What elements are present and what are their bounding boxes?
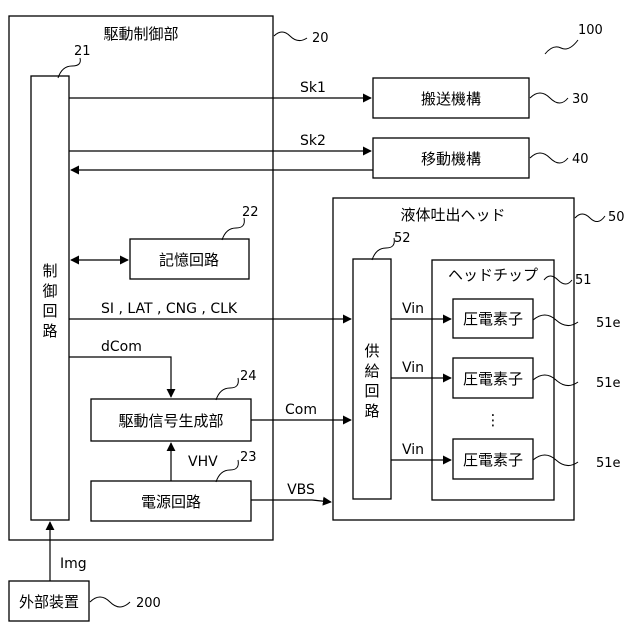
drive-signal-generator-label: 駆動信号生成部 bbox=[118, 412, 223, 430]
com-label: Com bbox=[285, 402, 317, 418]
ref-200: 200 bbox=[136, 596, 161, 611]
ref-22: 22 bbox=[242, 205, 259, 220]
vin-label-2: Vin bbox=[402, 360, 424, 376]
ref-21: 21 bbox=[74, 44, 91, 59]
leader-20 bbox=[274, 32, 307, 41]
ref-51e-2: 51e bbox=[596, 376, 621, 391]
ref-50: 50 bbox=[608, 210, 625, 225]
ref-51e-3: 51e bbox=[596, 456, 621, 471]
ref-23: 23 bbox=[240, 450, 257, 465]
supply-circuit-char-2: 給 bbox=[364, 362, 379, 380]
control-bus-label: SI , LAT , CNG , CLK bbox=[101, 301, 238, 317]
drive-control-unit-label: 駆動制御部 bbox=[103, 25, 178, 43]
control-circuit-char-2: 御 bbox=[42, 282, 57, 300]
movement-mechanism-label: 移動機構 bbox=[421, 150, 481, 168]
ellipsis-dots: ⋮ bbox=[486, 411, 501, 429]
ref-51: 51 bbox=[575, 273, 592, 288]
supply-circuit-char-3: 回 bbox=[364, 382, 379, 400]
sk1-label: Sk1 bbox=[300, 80, 326, 96]
leader-40 bbox=[530, 153, 568, 163]
vhv-label: VHV bbox=[188, 454, 218, 470]
vin-label-1: Vin bbox=[402, 301, 424, 317]
leader-200 bbox=[90, 597, 130, 607]
control-circuit-char-1: 制 bbox=[42, 262, 57, 280]
leader-100 bbox=[545, 40, 578, 54]
piezo-element-label-2: 圧電素子 bbox=[463, 370, 523, 388]
liquid-ejection-head-label: 液体吐出ヘッド bbox=[400, 206, 505, 224]
dcom-label: dCom bbox=[101, 339, 142, 355]
external-device-label: 外部装置 bbox=[19, 593, 79, 611]
vin-label-3: Vin bbox=[402, 442, 424, 458]
piezo-element-label-1: 圧電素子 bbox=[463, 310, 523, 328]
supply-circuit-char-1: 供 bbox=[364, 342, 379, 360]
transport-mechanism-label: 搬送機構 bbox=[421, 90, 481, 108]
memory-circuit-label: 記憶回路 bbox=[159, 251, 219, 269]
power-circuit-label: 電源回路 bbox=[141, 493, 201, 511]
ref-51e-1: 51e bbox=[596, 316, 621, 331]
piezo-element-label-3: 圧電素子 bbox=[463, 451, 523, 469]
control-circuit-char-4: 路 bbox=[42, 322, 57, 340]
leader-50 bbox=[575, 214, 605, 222]
vbs-label: VBS bbox=[287, 482, 315, 498]
ref-30: 30 bbox=[572, 92, 589, 107]
ref-20: 20 bbox=[312, 31, 329, 46]
control-circuit-char-3: 回 bbox=[42, 302, 57, 320]
ref-24: 24 bbox=[240, 369, 257, 384]
img-label: Img bbox=[60, 556, 87, 572]
ref-40: 40 bbox=[572, 152, 589, 167]
sk2-label: Sk2 bbox=[300, 133, 326, 149]
leader-30 bbox=[530, 93, 568, 103]
ref-100: 100 bbox=[578, 23, 603, 38]
ref-52: 52 bbox=[394, 231, 411, 246]
head-chip-label: ヘッドチップ bbox=[448, 266, 538, 284]
supply-circuit-char-4: 路 bbox=[364, 402, 379, 420]
